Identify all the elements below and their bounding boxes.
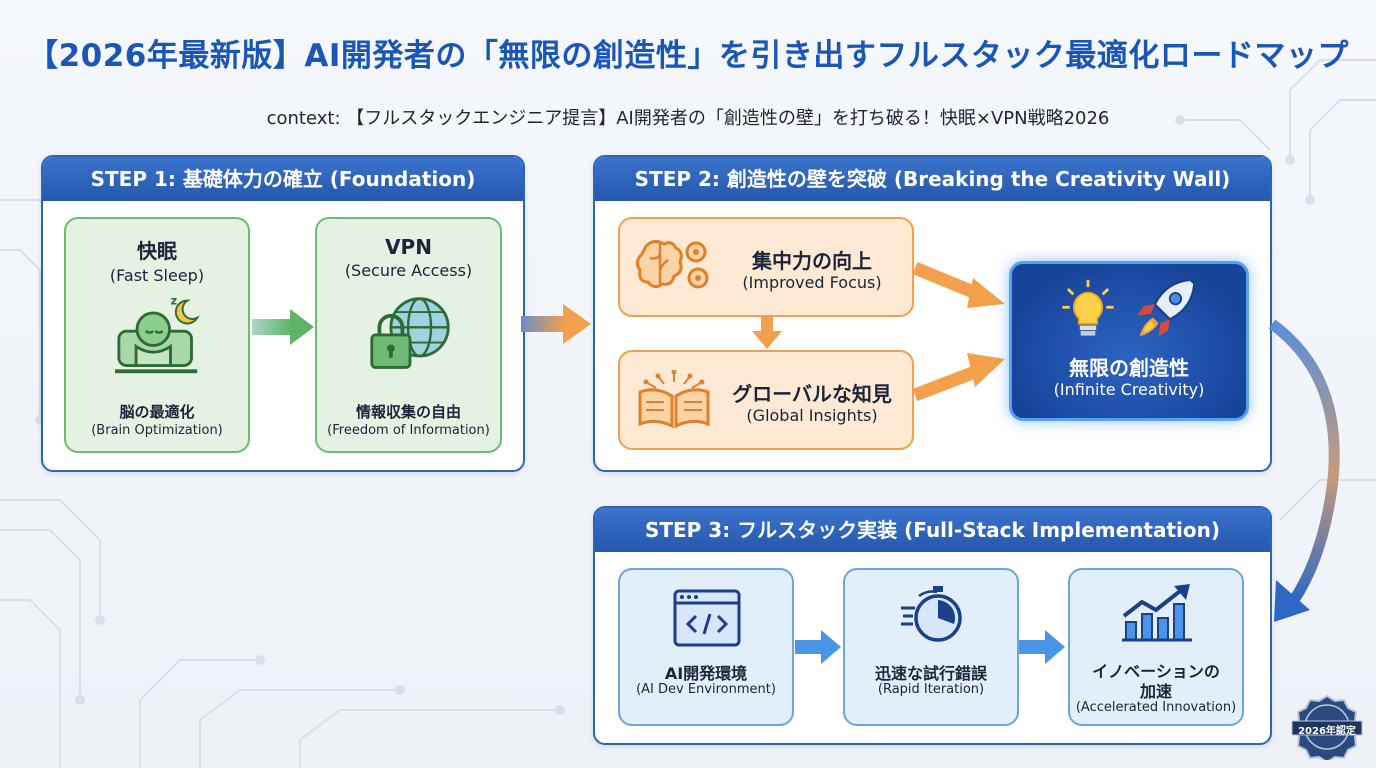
- rocket-icon: [1137, 278, 1196, 337]
- rapid-iteration-card: 迅速な試行錯誤 (Rapid Iteration): [843, 568, 1019, 726]
- lock-globe-icon: [370, 297, 450, 369]
- ai-dev-card: AI開発環境 (AI Dev Environment): [618, 568, 794, 726]
- code-window-icon: [673, 589, 741, 647]
- innovation-title: イノベーションの: [1092, 662, 1220, 681]
- stopwatch-icon: [901, 586, 962, 642]
- growth-chart-icon: [1122, 584, 1192, 642]
- insights-subtitle: (Global Insights): [746, 406, 878, 425]
- badge-text: 2026年認定: [1298, 726, 1356, 737]
- ai-dev-title: AI開発環境: [664, 664, 748, 683]
- insights-card: グローバルな知見 (Global Insights): [618, 350, 914, 450]
- infinite-creativity-card: 無限の創造性 (Infinite Creativity): [1009, 261, 1249, 421]
- step1-panel: STEP 1: 基礎体力の確立 (Foundation) 快眠 (Fast Sl…: [41, 155, 525, 472]
- vpn-label: 情報収集の自由: [355, 403, 461, 421]
- arrow-step1-to-step2: [521, 304, 591, 344]
- arrow-devenv-to-iteration: [795, 630, 841, 664]
- brain-gears-icon: [635, 239, 709, 289]
- vpn-label-en: (Freedom of Information): [327, 423, 490, 438]
- innovation-card: イノベーションの 加速 (Accelerated Innovation): [1068, 568, 1244, 726]
- page-title: 【2026年最新版】AI開発者の「無限の創造性」を引き出すフルスタック最適化ロー…: [27, 38, 1349, 74]
- lightbulb-icon: [1062, 279, 1114, 336]
- vpn-card: VPN (Secure Access) 情報収集の自由 (Freedom of …: [315, 217, 502, 453]
- rapid-iteration-subtitle: (Rapid Iteration): [877, 682, 985, 697]
- step2-panel: STEP 2: 創造性の壁を突破 (Breaking the Creativit…: [593, 155, 1272, 472]
- sleep-label-en: (Brain Optimization): [91, 423, 223, 438]
- arrow-focus-to-insights: [752, 317, 782, 349]
- focus-subtitle: (Improved Focus): [742, 273, 882, 292]
- focus-title: 集中力の向上: [752, 249, 872, 273]
- certification-badge: 2026年認定: [1288, 694, 1366, 760]
- arrow-focus-to-creativity: [913, 262, 1005, 308]
- sleep-card: 快眠 (Fast Sleep) z 脳の最適化 (Brain Optimizat…: [64, 217, 250, 453]
- step3-header: STEP 3: フルスタック実装 (Full-Stack Implementat…: [595, 508, 1270, 552]
- arrow-sleep-to-vpn: [252, 309, 314, 345]
- innovation-title-line2: 加速: [1139, 682, 1172, 701]
- infinite-creativity-subtitle: (Infinite Creativity): [1053, 380, 1205, 399]
- innovation-subtitle: (Accelerated Innovation): [1075, 700, 1237, 715]
- badge-shape: [1291, 694, 1363, 760]
- ai-dev-subtitle: (AI Dev Environment): [636, 682, 776, 697]
- sleep-subtitle: (Fast Sleep): [109, 266, 205, 285]
- vpn-subtitle: (Secure Access): [344, 261, 473, 280]
- sleep-label: 脳の最適化: [119, 403, 195, 421]
- vpn-title: VPN: [385, 235, 432, 259]
- page-subtitle: context: 【フルスタックエンジニア提言】AI開発者の「創造性の壁」を打ち…: [266, 108, 1110, 129]
- infinite-creativity-title: 無限の創造性: [1069, 356, 1189, 380]
- svg-text:z: z: [170, 293, 177, 307]
- rapid-iteration-title: 迅速な試行錯誤: [874, 664, 987, 683]
- arrow-iteration-to-innovation: [1019, 630, 1065, 664]
- sleep-title: 快眠: [137, 239, 177, 263]
- sleeping-person-icon: z: [115, 293, 200, 374]
- focus-card: 集中力の向上 (Improved Focus): [618, 217, 914, 317]
- arrow-insights-to-creativity: [913, 353, 1005, 402]
- arrow-step2-to-step3: [1268, 319, 1340, 622]
- step3-panel: STEP 3: フルスタック実装 (Full-Stack Implementat…: [593, 506, 1272, 745]
- open-book-icon: [638, 370, 710, 429]
- insights-title: グローバルな知見: [732, 382, 892, 406]
- step1-header: STEP 1: 基礎体力の確立 (Foundation): [43, 157, 523, 201]
- step2-header: STEP 2: 創造性の壁を突破 (Breaking the Creativit…: [595, 157, 1270, 201]
